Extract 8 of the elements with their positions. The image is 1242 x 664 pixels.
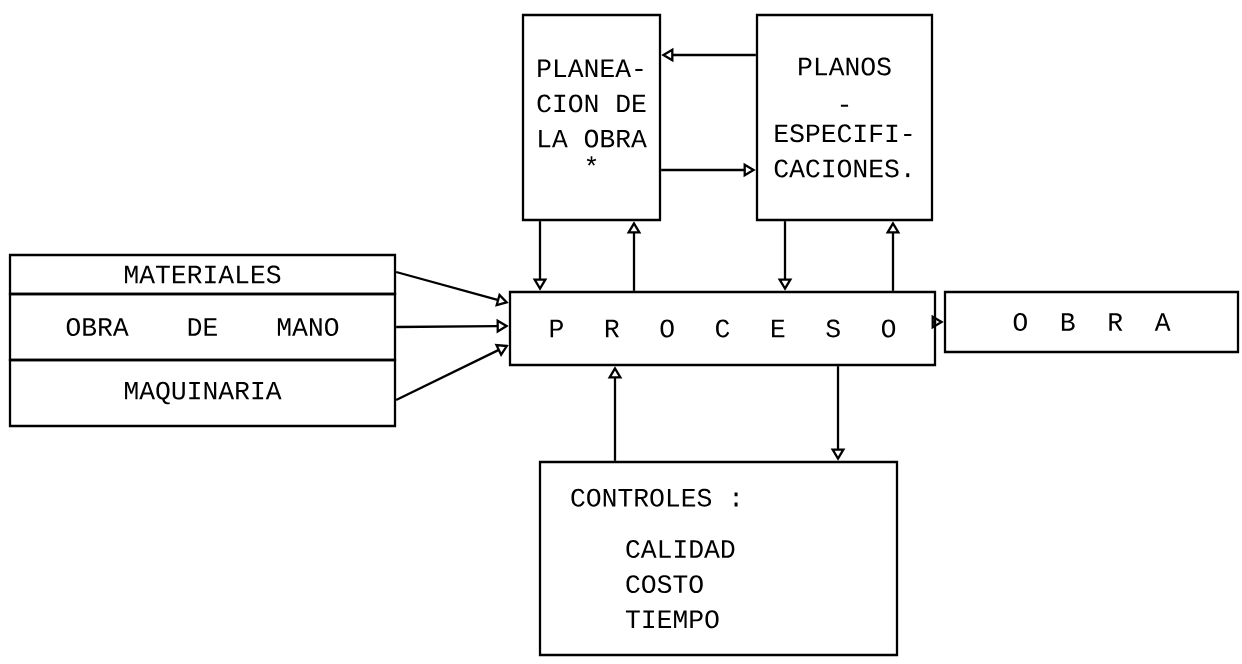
process-box: O B R A — [943, 290, 1240, 354]
process-box: PLANEA- CION DE LA OBRA * — [521, 13, 662, 222]
process-box: PLANOS - ESPECIFI- CACIONES. — [755, 13, 934, 222]
process-box: MAQUINARIA — [8, 358, 397, 428]
process-box: MATERIALES — [8, 253, 397, 296]
process-box: OBRA DE MANO — [8, 292, 397, 362]
process-box: CONTROLES : CALIDAD COSTO TIEMPO — [538, 460, 899, 657]
process-box: P R O C E S O — [508, 290, 937, 367]
